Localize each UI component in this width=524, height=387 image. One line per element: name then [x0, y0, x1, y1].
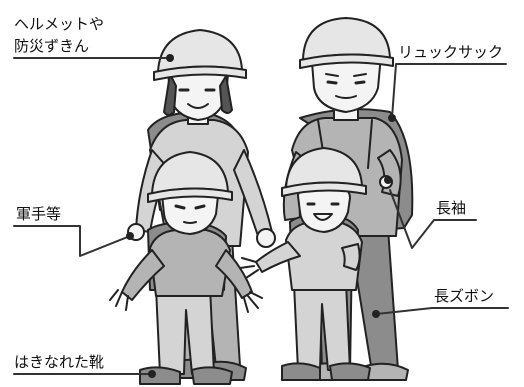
- label-helmet-line1: ヘルメットや: [14, 15, 105, 33]
- child-left-mouth: [183, 221, 197, 224]
- child-left-right-shoe: [191, 366, 233, 385]
- label-shoes: はきなれた靴: [14, 353, 105, 371]
- man-helmet-brim: [299, 53, 394, 69]
- woman-mouth: [187, 103, 209, 109]
- man-strap-right: [367, 119, 373, 169]
- child-left-pants: [155, 285, 215, 375]
- child-left-shirt: [149, 229, 231, 297]
- child-right-helmet-brim: [281, 181, 367, 197]
- child-right-mouth: [313, 213, 333, 221]
- child-left-eyes: [174, 204, 206, 210]
- man-eyes: [326, 80, 366, 85]
- callout-dot-long-sleeves: [384, 176, 392, 184]
- callout-line-long-sleeves: [389, 189, 477, 249]
- woman-hair-right: [219, 75, 233, 114]
- woman-hair-left: [163, 73, 177, 116]
- callout-lines: [13, 57, 509, 375]
- child-right-figure: [239, 147, 371, 381]
- child-right-right-shoe: [329, 362, 371, 381]
- label-long-pants: 長ズボン: [434, 287, 495, 305]
- woman-right-glove: [256, 228, 276, 248]
- man-right-arm: [377, 149, 402, 197]
- label-backpack: リュックサック: [398, 43, 504, 61]
- callout-line-gloves: [13, 225, 131, 257]
- man-mouth: [335, 95, 357, 99]
- callout-dots: [126, 54, 396, 378]
- child-left-left-arm: [121, 249, 165, 301]
- man-eyebrows: [325, 73, 367, 77]
- child-left-figure: [109, 151, 263, 385]
- label-gloves: 軍手等: [16, 205, 62, 223]
- child-right-right-arm: [341, 243, 361, 271]
- adult-man-figure: [282, 17, 414, 381]
- callout-dot-backpack: [388, 114, 396, 122]
- woman-helmet-brim: [153, 65, 247, 81]
- child-right-left-shoe: [281, 362, 321, 381]
- child-left-right-hand: [243, 291, 263, 313]
- callout-line-long-pants: [375, 307, 509, 315]
- label-long-sleeves: 長袖: [436, 199, 467, 217]
- callout-dot-long-pants: [372, 310, 380, 318]
- child-left-right-arm: [215, 249, 253, 299]
- callout-dot-gloves: [126, 232, 134, 240]
- child-right-left-arm: [255, 241, 301, 273]
- callout-line-backpack: [391, 63, 507, 119]
- callout-dot-helmet: [166, 54, 174, 62]
- child-left-helmet-brim: [147, 187, 233, 203]
- label-helmet-line2: 防災ずきん: [14, 37, 90, 55]
- man-right-shoe: [365, 362, 409, 381]
- callout-dot-shoes: [148, 370, 156, 378]
- child-right-left-hand: [239, 257, 259, 279]
- child-left-left-hand: [109, 289, 129, 311]
- child-left-left-shoe: [139, 366, 181, 385]
